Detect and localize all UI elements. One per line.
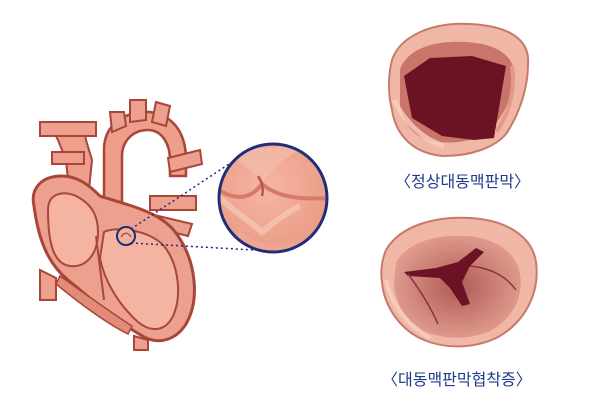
stenotic-valve-caption: 〈대동맥판막협착증〉 — [382, 370, 532, 389]
valve-location-marker — [116, 226, 136, 246]
zoom-detail-circle — [217, 142, 329, 254]
normal-valve-caption: 〈정상대동맥판막〉 — [395, 172, 531, 191]
stenotic-aortic-valve — [380, 216, 538, 348]
normal-valve-opening — [404, 56, 506, 140]
stenotic-valve-opening — [404, 248, 484, 306]
heart-illustration — [31, 99, 204, 351]
zoom-connector-lines — [130, 161, 255, 251]
normal-aortic-valve — [388, 22, 530, 158]
